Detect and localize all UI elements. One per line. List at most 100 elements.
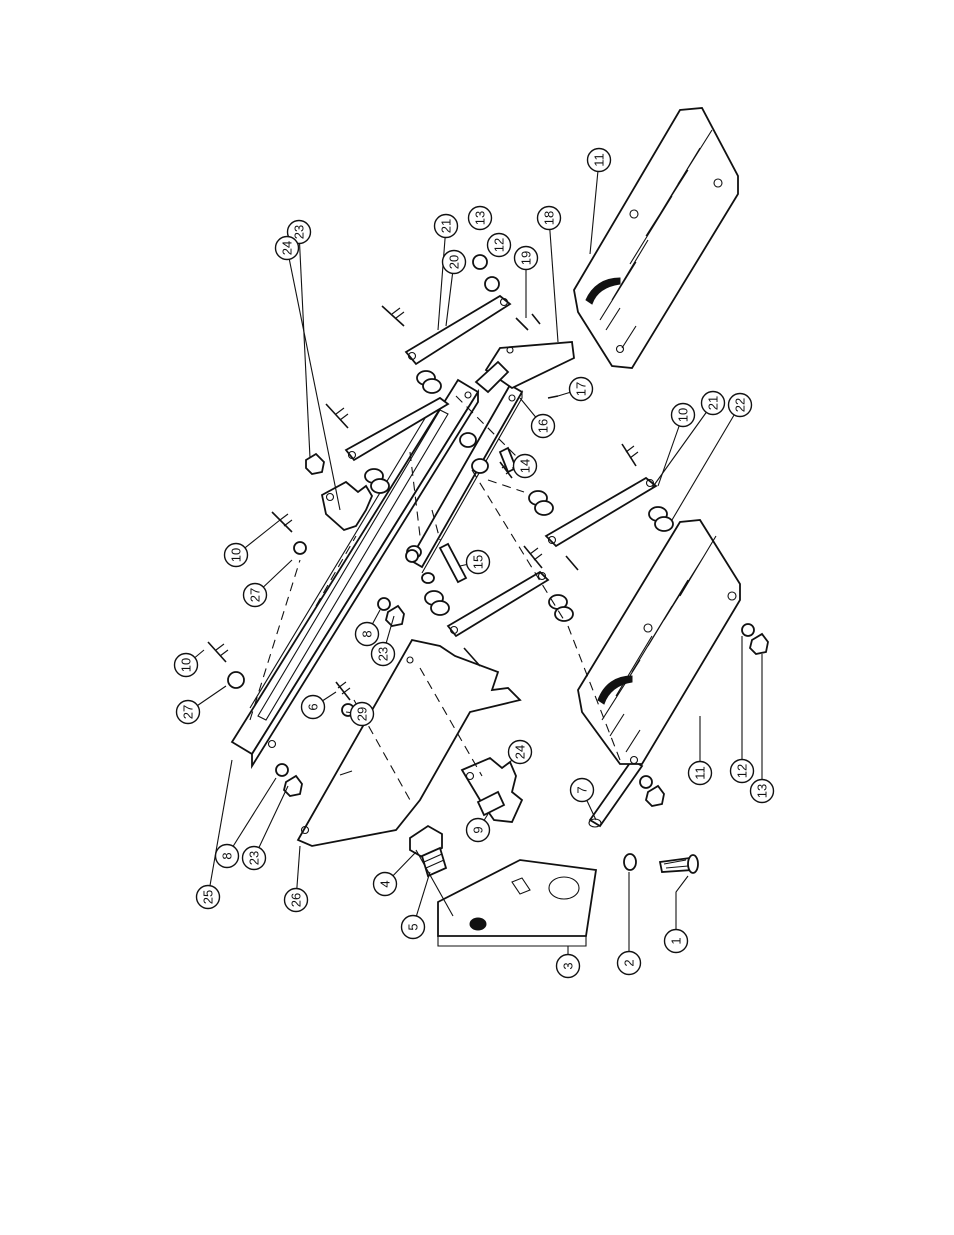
callout-label: 17: [574, 382, 589, 396]
callout-8: 8: [214, 843, 240, 869]
callout-5: 5: [400, 914, 426, 940]
callout-24: 24: [507, 739, 533, 765]
callout-circle: [486, 232, 512, 258]
callout-label: 26: [289, 893, 304, 907]
nuts-washers: [227, 254, 769, 807]
pins: [438, 446, 518, 584]
callout-3: 3: [555, 953, 581, 979]
upper-pedal-plate: [573, 107, 739, 369]
callout-label: 11: [592, 153, 607, 167]
callout-circle: [433, 213, 459, 239]
callout-circle: [441, 249, 467, 275]
bracket-18: [474, 341, 575, 394]
callout-label: 13: [755, 784, 770, 798]
callout-12: 12: [729, 758, 755, 784]
callout-circle: [173, 652, 199, 678]
callout-circle: [530, 413, 556, 439]
callout-circle: [242, 582, 268, 608]
callout-circle: [400, 914, 426, 940]
callout-9: 9: [465, 817, 491, 843]
callout-2: 2: [616, 950, 642, 976]
main-rail: [230, 378, 480, 770]
callout-label: 14: [518, 459, 533, 473]
callout-10: 10: [223, 542, 249, 568]
callout-circle: [283, 887, 309, 913]
callout-circle: [467, 205, 493, 231]
callout-label: 27: [248, 588, 263, 602]
callout-15: 15: [465, 549, 491, 575]
callout-label: 3: [561, 962, 576, 969]
callouts: 1234567889101010111112121313141516171819…: [173, 147, 775, 979]
callout-label: 15: [471, 555, 486, 569]
callout-11: 11: [687, 760, 713, 786]
link-bars: [344, 294, 658, 638]
callout-circle: [568, 376, 594, 402]
callout-circle: [300, 694, 326, 720]
callout-circle: [729, 758, 755, 784]
lower-pedal-plate: [577, 519, 741, 765]
callout-24: 24: [274, 235, 300, 261]
callout-18: 18: [536, 205, 562, 231]
callout-label: 21: [706, 396, 721, 410]
callout-6: 6: [300, 694, 326, 720]
callout-label: 29: [355, 707, 370, 721]
callout-circle: [727, 392, 753, 418]
foot-block: [437, 859, 598, 947]
callout-label: 18: [542, 211, 557, 225]
callout-label: 16: [536, 419, 551, 433]
callout-circle: [569, 777, 595, 803]
callout-circle: [616, 950, 642, 976]
callout-label: 8: [360, 630, 375, 637]
callout-circle: [670, 402, 696, 428]
callout-26: 26: [283, 887, 309, 913]
callout-23: 23: [241, 845, 267, 871]
callout-label: 12: [492, 238, 507, 252]
callout-20: 20: [441, 249, 467, 275]
callout-label: 11: [693, 766, 708, 780]
callout-circle: [700, 390, 726, 416]
callout-11: 11: [586, 147, 612, 173]
callout-circle: [536, 205, 562, 231]
callout-23: 23: [370, 641, 396, 667]
callout-1: 1: [663, 928, 689, 954]
callout-10: 10: [670, 402, 696, 428]
callout-label: 19: [519, 251, 534, 265]
callout-circle: [175, 699, 201, 725]
callout-circle: [507, 739, 533, 765]
callout-label: 10: [229, 548, 244, 562]
callout-8: 8: [354, 621, 380, 647]
callout-27: 27: [242, 582, 268, 608]
callout-21: 21: [700, 390, 726, 416]
leader-lines: [185, 159, 763, 966]
callout-circle: [749, 778, 775, 804]
callout-circle: [223, 542, 249, 568]
callout-label: 1: [669, 937, 684, 944]
callout-27: 27: [175, 699, 201, 725]
callout-circle: [372, 871, 398, 897]
callout-23: 23: [286, 219, 312, 245]
upper-rail: [408, 383, 524, 574]
callout-label: 27: [181, 705, 196, 719]
callout-label: 4: [378, 880, 393, 887]
callout-label: 9: [471, 826, 486, 833]
bushings: [364, 370, 674, 622]
callout-circle: [663, 928, 689, 954]
bolt-1-assembly: [623, 853, 699, 874]
callout-label: 25: [201, 890, 216, 904]
callout-label: 20: [447, 255, 462, 269]
tube-7: [588, 758, 644, 828]
callout-7: 7: [569, 777, 595, 803]
callout-16: 16: [530, 413, 556, 439]
callout-label: 22: [733, 398, 748, 412]
callout-label: 8: [220, 852, 235, 859]
callout-label: 10: [179, 658, 194, 672]
callout-13: 13: [749, 778, 775, 804]
callout-circle: [241, 845, 267, 871]
callout-4: 4: [372, 871, 398, 897]
callout-circle: [195, 884, 221, 910]
callout-circle: [214, 843, 240, 869]
callout-circle: [512, 453, 538, 479]
bracket-24-lower: [460, 756, 524, 823]
callout-circle: [555, 953, 581, 979]
